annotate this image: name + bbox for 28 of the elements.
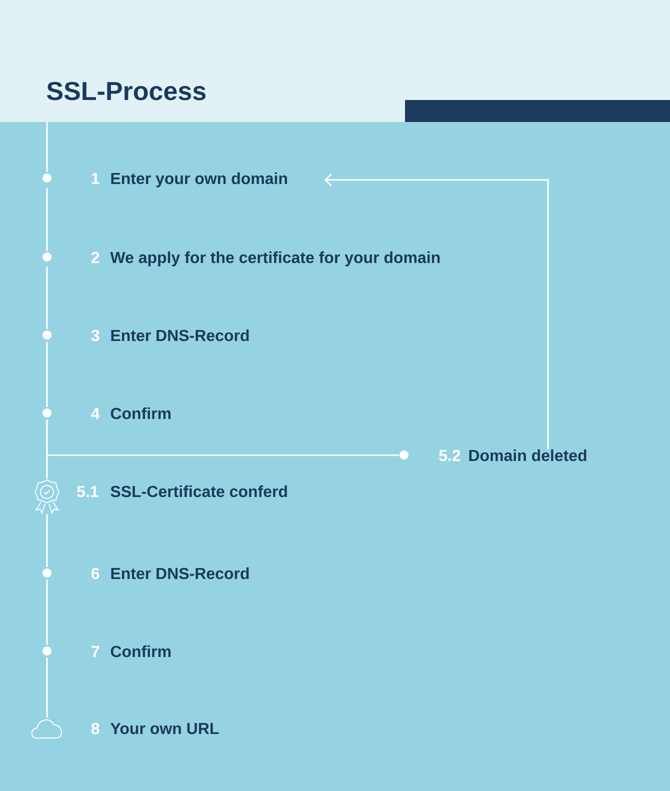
connector	[46, 514, 48, 567]
step-text: Enter your own domain	[111, 172, 287, 188]
step-text: Your own URL	[110, 723, 219, 734]
connector	[46, 266, 48, 329]
connector	[46, 658, 48, 718]
connector	[46, 188, 48, 251]
step-text: Domain deleted	[469, 449, 586, 462]
step-number: 8	[91, 722, 100, 734]
step-number: 3	[91, 330, 100, 342]
step-number: 5.2	[439, 450, 460, 462]
step-number: 1	[92, 173, 100, 184]
connector	[46, 342, 48, 407]
step-text: We apply for the certificate for your domain	[110, 251, 440, 266]
step-number: 7	[92, 646, 100, 657]
step-number: 6	[91, 568, 100, 580]
connector	[324, 173, 549, 449]
step-text: SSL-Certificate conferd	[110, 485, 287, 498]
step-text: Enter DNS-Record	[111, 567, 249, 580]
title: SSL-Process	[46, 82, 206, 100]
step-text: Enter DNS-Record	[111, 329, 249, 342]
connector	[46, 420, 399, 456]
connector	[46, 122, 48, 172]
step-text: Confirm	[110, 407, 171, 420]
step-number: 2	[91, 252, 100, 263]
step-number: 4	[91, 408, 100, 419]
connector	[46, 580, 48, 646]
step-number: 5.1	[77, 486, 98, 498]
step-text: Confirm	[110, 645, 171, 658]
